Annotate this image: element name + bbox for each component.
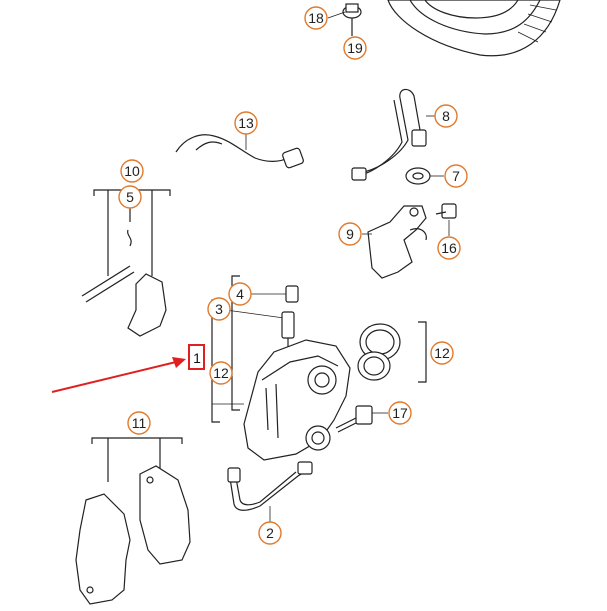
mounting-bracket <box>362 205 427 279</box>
svg-text:19: 19 <box>347 40 363 56</box>
highlight-arrow <box>51 357 186 393</box>
callout-7[interactable]: 7 <box>444 164 468 188</box>
callout-4[interactable]: 4 <box>228 282 252 306</box>
hex-bolt-16 <box>435 203 457 236</box>
callout-19[interactable]: 19 <box>343 36 367 60</box>
callout-8[interactable]: 8 <box>434 104 458 128</box>
svg-text:17: 17 <box>392 405 408 421</box>
svg-text:8: 8 <box>442 108 450 124</box>
svg-text:12: 12 <box>213 365 229 381</box>
callout-12-right[interactable]: 12 <box>430 341 454 365</box>
callout-13[interactable]: 13 <box>234 111 258 135</box>
bleeder-screw <box>342 3 362 36</box>
callout-10[interactable]: 10 <box>120 159 144 183</box>
callout-3[interactable]: 3 <box>207 297 231 321</box>
callout-12-left[interactable]: 12 <box>209 361 233 385</box>
svg-text:13: 13 <box>238 115 254 131</box>
guide-bolt-17 <box>335 405 388 433</box>
brake-hose-line <box>351 88 436 181</box>
svg-text:16: 16 <box>441 240 457 256</box>
brake-caliper-housing <box>243 339 351 461</box>
piston-seal-rings <box>357 321 427 383</box>
callout-16[interactable]: 16 <box>437 236 461 260</box>
callout-11[interactable]: 11 <box>127 411 151 435</box>
svg-text:18: 18 <box>308 10 324 26</box>
svg-text:12: 12 <box>434 345 450 361</box>
svg-text:2: 2 <box>266 525 274 541</box>
svg-text:5: 5 <box>126 189 134 205</box>
svg-text:11: 11 <box>132 415 147 431</box>
callout-9[interactable]: 9 <box>338 222 362 246</box>
brake-pad-set <box>75 437 191 605</box>
wear-indicator-cable <box>175 134 304 169</box>
highlighted-part-1[interactable]: 1 <box>188 344 205 370</box>
bracket-clip <box>405 167 444 185</box>
svg-text:9: 9 <box>346 226 354 242</box>
svg-text:4: 4 <box>236 286 244 302</box>
bleeder-valve-group <box>225 275 299 411</box>
callout-18[interactable]: 18 <box>304 6 328 30</box>
svg-text:3: 3 <box>215 301 223 317</box>
brake-pipe <box>227 461 313 522</box>
svg-text:7: 7 <box>452 168 460 184</box>
brake-disc <box>387 0 561 57</box>
callout-17[interactable]: 17 <box>388 401 412 425</box>
part-1-label: 1 <box>193 350 201 366</box>
callout-5[interactable]: 5 <box>118 185 142 209</box>
svg-text:10: 10 <box>124 163 140 179</box>
guide-pin-set <box>81 189 171 337</box>
callout-2[interactable]: 2 <box>258 521 282 545</box>
